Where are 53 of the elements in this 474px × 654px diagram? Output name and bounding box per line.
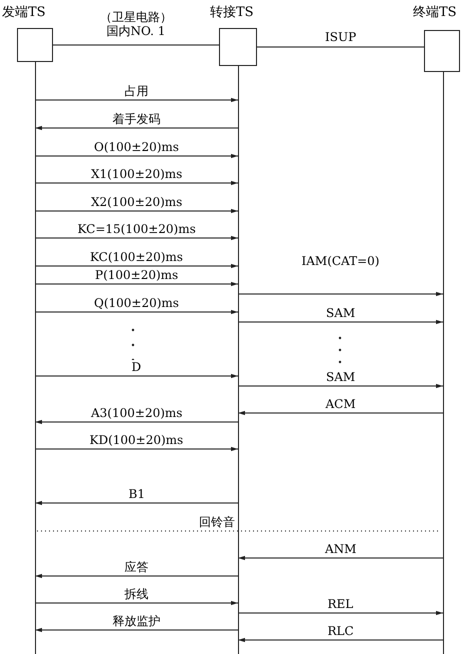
message-arrow [238,292,444,296]
edge-label: X2(100±20)ms [90,195,184,209]
connection-line [256,46,424,48]
message-arrow [34,628,238,632]
edge-label: 释放监护 [112,614,162,628]
edge-label: P(100±20)ms [94,268,180,282]
edge-label: 应答 [124,560,150,574]
message-arrow [34,180,238,186]
edge-label: IAM(CAT=0) [300,254,380,268]
edge-label: X1(100±20)ms [90,167,184,181]
edge-label: 占用 [124,84,150,98]
message-arrow [238,320,444,324]
connection-line [52,44,220,46]
exchange-title: 转接TS [210,5,254,20]
message-arrow [34,420,238,424]
edge-label: 拆线 [124,587,150,601]
edge-label: B1 [128,487,146,501]
edge-label: REL [326,597,354,611]
edge-label: ANM [324,542,358,556]
edge-label: ISUP [324,30,358,44]
message-arrow [34,98,238,102]
edge-label: O(100±20)ms [93,140,180,154]
edge-label: KD(100±20)ms [88,433,184,447]
message-arrow [34,310,238,314]
edge-label: SAM [325,370,356,384]
edge-label: A3(100±20)ms [90,406,184,420]
message-arrow [34,574,238,578]
message-arrow [238,384,444,388]
message-arrow [34,236,238,240]
message-arrow [34,154,238,158]
edge-label: SAM [325,306,356,320]
exchange-title: 发端TS [2,5,46,20]
edge-label: D [130,360,142,374]
message-arrow [34,282,238,286]
message-arrow [34,264,238,268]
edge-label: 着手发码 [112,112,162,126]
edge-label: Q(100±20)ms [93,296,180,310]
message-arrow [34,374,238,378]
message-arrow [238,556,444,560]
tone-label: 回铃音 [198,515,236,529]
message-arrow [34,446,238,452]
message-arrow [34,600,238,606]
message-arrow [238,638,444,642]
edge-label: RLC [326,624,355,638]
message-arrow [238,410,444,416]
edge-label: KC(100±20)ms [89,250,184,264]
message-arrow [34,126,238,130]
message-arrow [34,208,238,214]
edge-label: ACM [324,397,357,411]
exchange-title: 终端TS [413,5,457,20]
edge-label: KC=15(100±20)ms [76,222,197,236]
message-arrow [34,500,238,506]
message-arrow [238,610,444,616]
